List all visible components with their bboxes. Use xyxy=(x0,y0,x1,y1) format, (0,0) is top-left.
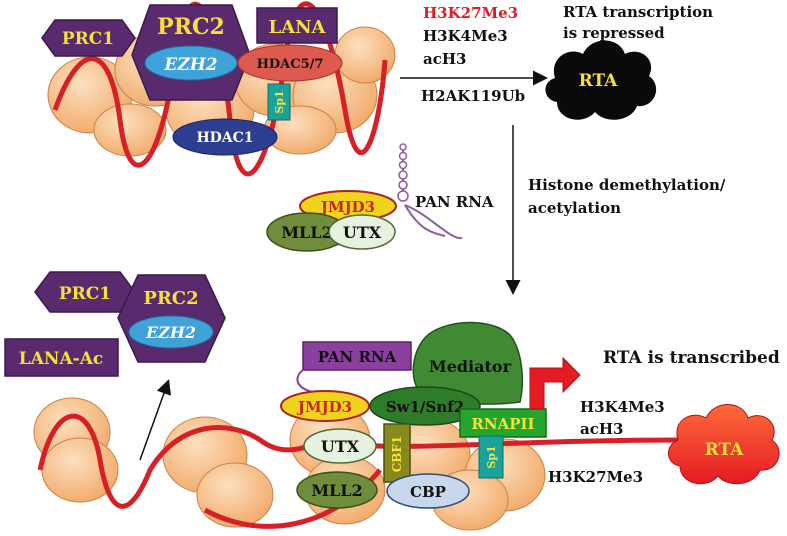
lana-ac: LANA-Ac xyxy=(4,338,119,377)
pan-rna-label-mid: PAN RNA xyxy=(415,193,494,211)
dna-strand-bottom xyxy=(37,413,681,509)
bottom-chromatin xyxy=(33,397,681,531)
utx-label-bottom: UTX xyxy=(321,437,360,456)
mll2-label-mid: MLL2 xyxy=(281,223,332,242)
pan-rna-label-bottom: PAN RNA xyxy=(318,348,397,366)
prc2-complex: PRC2 EZH2 xyxy=(131,4,251,101)
cbp-label: CBP xyxy=(410,483,446,501)
hdac1-label: HDAC1 xyxy=(196,130,253,146)
mark-h3k27me3-bottom: H3K27Me3 xyxy=(548,468,643,486)
rta-active-cloud: RTA xyxy=(668,404,780,485)
lana: LANA xyxy=(256,7,338,44)
utx-bottom: UTX xyxy=(303,428,377,464)
mark-h2ak119ub: H2AK119Ub xyxy=(421,87,525,105)
lana-label: LANA xyxy=(268,17,326,38)
mll2-mid: MLL2 xyxy=(266,212,348,252)
mll2-label-bottom: MLL2 xyxy=(311,481,362,500)
mark-h3k4me3: H3K4Me3 xyxy=(423,27,508,45)
cbf1-label: CBF1 xyxy=(390,436,404,473)
rta-label-bottom: RTA xyxy=(705,440,745,460)
sp1-label: Sp1 xyxy=(273,90,286,113)
utx-mid: UTX xyxy=(328,214,396,250)
ezh2 xyxy=(144,45,238,81)
utx-label-mid: UTX xyxy=(343,223,382,242)
hdac1: HDAC1 xyxy=(172,118,278,156)
rnapii-label: RNAPII xyxy=(471,415,534,433)
prc2-label-bottom: PRC2 xyxy=(143,288,198,309)
lana-ac-label: LANA-Ac xyxy=(19,349,103,369)
rta-transcribed-label: RTA is transcribed xyxy=(603,348,780,368)
sp1-bottom: Sp1 xyxy=(478,435,504,479)
prc1-complex: PRC1 xyxy=(41,19,136,57)
rta-status-line2: is repressed xyxy=(563,24,665,42)
prc1-released: PRC1 xyxy=(34,271,136,313)
prc2-released: PRC2 EZH2 xyxy=(117,274,226,363)
cbp: CBP xyxy=(386,473,470,509)
sp1: Sp1 xyxy=(267,83,291,121)
jmjd3-bottom: JMJD3 xyxy=(280,390,370,422)
jmjd3-mid: JMJD3 xyxy=(299,190,397,222)
ezh2-label-bottom: EZH2 xyxy=(145,323,196,342)
swi-snf-label: Sw1/Snf2 xyxy=(386,398,464,416)
rta-status-line1: RTA transcription xyxy=(563,3,713,21)
mark-ach3: acH3 xyxy=(423,50,466,68)
mark-h3k4me3-bottom: H3K4Me3 xyxy=(580,398,665,416)
prc1-label: PRC1 xyxy=(62,29,114,49)
process-line2: acetylation xyxy=(528,199,621,217)
release-arrow xyxy=(139,379,172,461)
nucleosome xyxy=(196,462,274,528)
cbf1: CBF1 xyxy=(383,423,411,483)
mark-h3k27me3: H3K27Me3 xyxy=(423,4,518,22)
mediator: Mediator xyxy=(412,321,524,405)
rta-label-top: RTA xyxy=(579,71,619,91)
hdac57: HDAC5/7 xyxy=(237,44,343,82)
ezh2-label: EZH2 xyxy=(163,55,217,75)
prc1-label-bottom: PRC1 xyxy=(59,284,111,304)
rta-repressed-cloud: RTA xyxy=(545,40,657,120)
jmjd3-label-bottom: JMJD3 xyxy=(296,398,352,416)
mediator-label: Mediator xyxy=(429,357,512,376)
rnapii: RNAPII xyxy=(459,408,547,438)
ezh2-bottom xyxy=(128,315,214,349)
process-line1: Histone demethylation/ xyxy=(528,176,726,194)
swi-snf: Sw1/Snf2 xyxy=(369,386,481,426)
hdac57-label: HDAC5/7 xyxy=(257,57,324,72)
mark-ach3-bottom: acH3 xyxy=(580,420,623,438)
mll2-bottom: MLL2 xyxy=(296,471,378,509)
pan-rna-bottom: PAN RNA xyxy=(296,341,412,395)
prc2-label: PRC2 xyxy=(157,14,225,40)
jmjd3-label-mid: JMJD3 xyxy=(319,198,375,216)
sp1-label-bottom: Sp1 xyxy=(485,445,498,468)
transcription-arrow xyxy=(529,356,581,410)
